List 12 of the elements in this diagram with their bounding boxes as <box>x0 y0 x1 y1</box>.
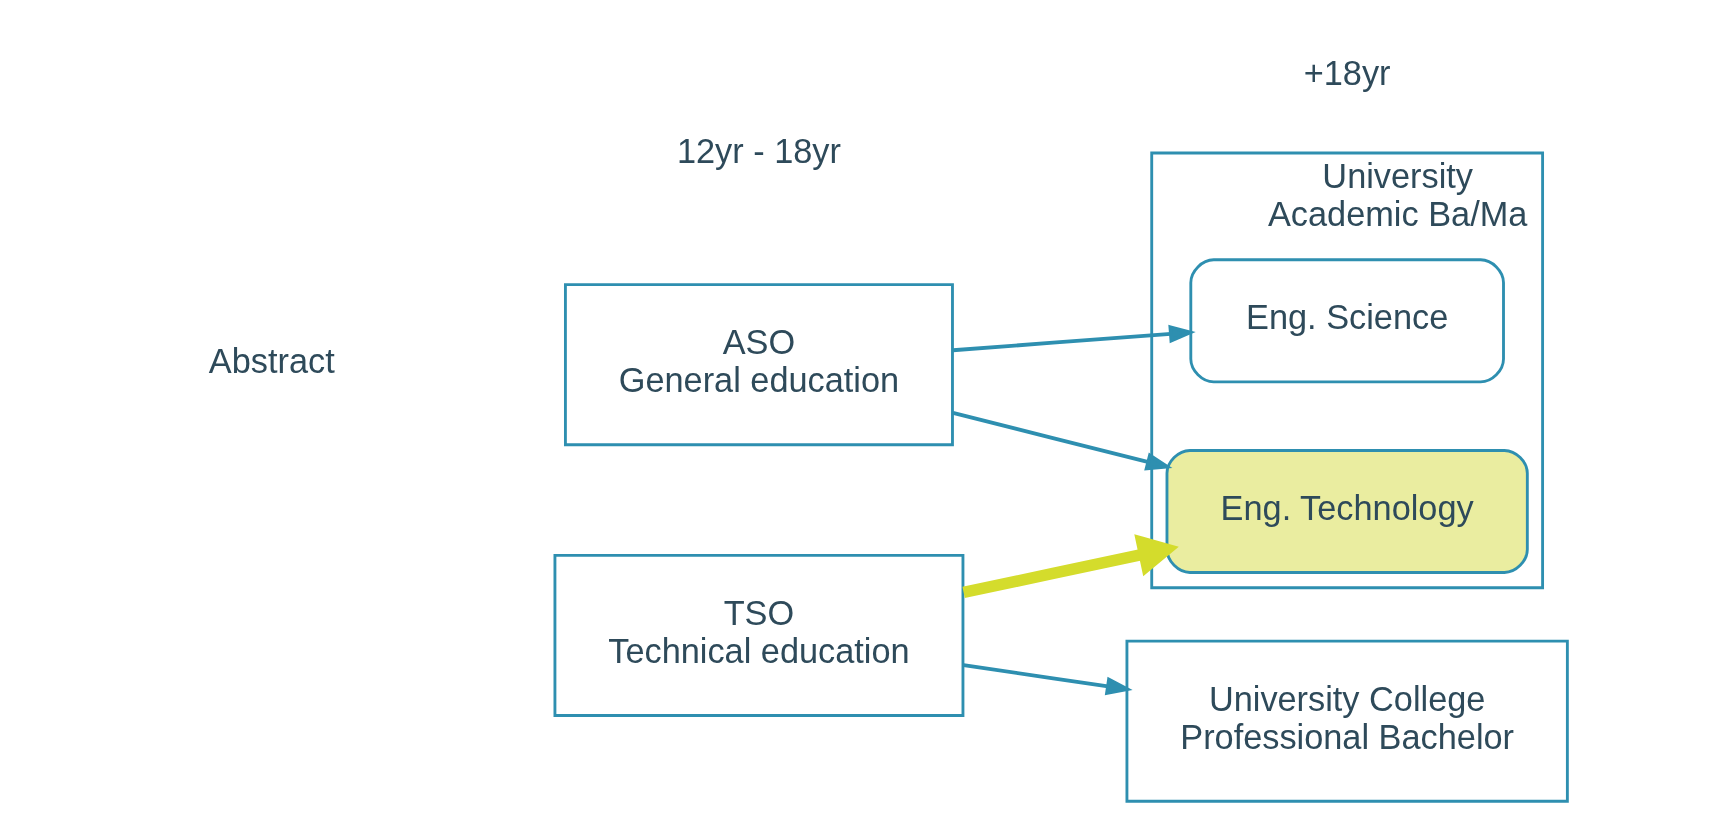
node-box: University College Professional Bachelor <box>1125 639 1569 803</box>
label: 12yr - 18yr <box>676 132 841 171</box>
node-box: Eng. Technology <box>1165 449 1529 574</box>
label: +18yr <box>1303 54 1391 93</box>
arrow <box>961 534 1179 598</box>
arrow <box>952 411 1172 471</box>
node-box: Eng. Science <box>1188 258 1505 384</box>
node-box: TSO Technical education <box>553 553 964 717</box>
arrow <box>952 324 1196 353</box>
node-box: ASO General education <box>563 283 954 447</box>
label: Abstract <box>208 342 335 381</box>
arrow <box>962 663 1133 696</box>
